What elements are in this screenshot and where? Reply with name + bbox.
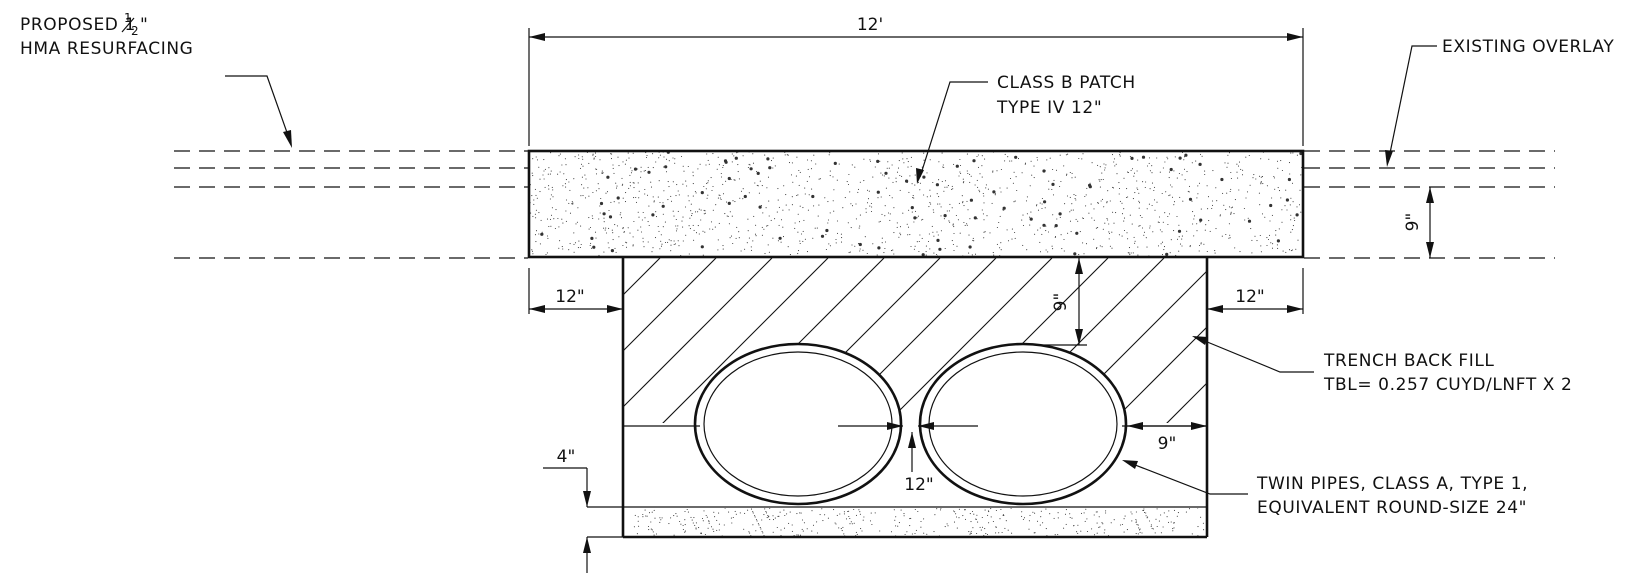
- left-offset-dimension: 12": [528, 268, 623, 314]
- right-pipe-outer: [918, 342, 1128, 506]
- bedding-label: 4": [557, 447, 576, 467]
- right-offset-label: 12": [1235, 287, 1264, 307]
- side-clearance-label: 9": [1158, 434, 1177, 454]
- side-clearance-dimension: 9": [1127, 422, 1207, 454]
- pipe-gap-dimension: 12": [838, 422, 978, 495]
- left-offset-label: 12": [555, 287, 584, 307]
- cover-depth-dimension: 9": [1040, 258, 1087, 346]
- left-pipe-outer: [693, 342, 903, 506]
- patch-depth-label: 9": [1403, 213, 1423, 232]
- svg-text:TRENCH BACK FILL: TRENCH BACK FILL: [1323, 351, 1494, 371]
- svg-text:2: 2: [131, 24, 139, 38]
- svg-text:PROPOSED 1: PROPOSED 1: [20, 15, 136, 35]
- note-proposed-resurfacing: PROPOSED 1 1 2 " HMA RESURFACING: [20, 11, 193, 59]
- patch-concrete-texture: [529, 151, 1303, 257]
- pipe-bedding-texture: [633, 508, 1205, 536]
- leader-lines: [225, 45, 1437, 495]
- svg-text:": ": [140, 15, 148, 35]
- bedding-dimension: 4": [543, 447, 623, 573]
- svg-text:CLASS B PATCH: CLASS B PATCH: [997, 73, 1136, 93]
- svg-text:HMA RESURFACING: HMA RESURFACING: [20, 39, 193, 59]
- right-offset-dimension: 12": [1207, 268, 1304, 314]
- svg-text:TYPE IV 12": TYPE IV 12": [996, 98, 1102, 118]
- cover-depth-label: 9": [1051, 293, 1071, 312]
- class-b-patch: [527, 149, 1305, 259]
- svg-text:TWIN PIPES, CLASS A, TYPE 1,: TWIN PIPES, CLASS A, TYPE 1,: [1256, 474, 1528, 494]
- note-existing-overlay: EXISTING OVERLAY: [1442, 37, 1614, 57]
- patch-depth-dimension: 9": [1403, 187, 1434, 258]
- note-class-b-patch: CLASS B PATCH TYPE IV 12": [996, 73, 1136, 118]
- svg-text:1: 1: [124, 11, 132, 25]
- note-twin-pipes: TWIN PIPES, CLASS A, TYPE 1, EQUIVALENT …: [1256, 474, 1528, 518]
- overall-width-dimension: 12': [528, 15, 1304, 146]
- pavement-layer-lines: [174, 150, 1555, 259]
- svg-text:TBL= 0.257 CUYD/LNFT X 2: TBL= 0.257 CUYD/LNFT X 2: [1323, 375, 1572, 395]
- pipe-gap-label: 12": [904, 475, 933, 495]
- overall-width-label: 12': [857, 15, 883, 35]
- svg-text:EQUIVALENT ROUND-SIZE 24": EQUIVALENT ROUND-SIZE 24": [1257, 498, 1527, 518]
- note-trench-backfill: TRENCH BACK FILL TBL= 0.257 CUYD/LNFT X …: [1323, 351, 1572, 395]
